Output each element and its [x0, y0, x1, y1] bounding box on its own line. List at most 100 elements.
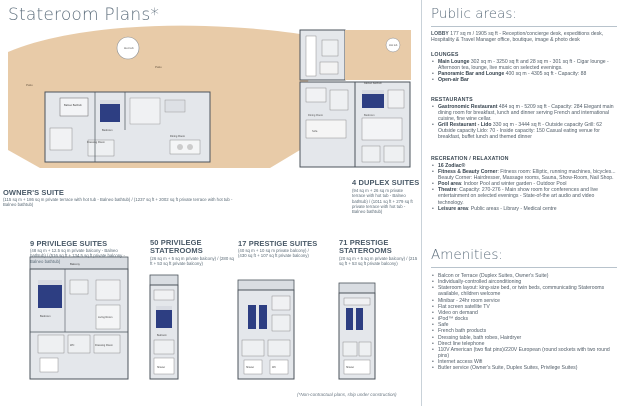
prs-bed-1: [248, 305, 256, 329]
hot-tub-text: Hot tub: [124, 46, 134, 50]
list-item: Video on demand: [431, 310, 619, 316]
owners-bed: [100, 100, 120, 122]
lounges-list: Main Lounge 302 sq m - 3250 sq ft and 28…: [431, 59, 619, 83]
amenities-list: Balcon or Terrace (Duplex Suites, Owner'…: [431, 273, 619, 372]
list-item: Minibar - 24hr room service: [431, 298, 619, 304]
page-title: Stateroom Plans*: [8, 5, 160, 25]
privilege-staterooms-desc: (26 sq m + 5 sq m private balcony) / (28…: [150, 256, 234, 267]
prs-bed-2: [259, 305, 267, 329]
restaurants-list: Gastronomic Restaurant 484 sq m - 5209 s…: [431, 104, 619, 141]
restaurant-text: 484 sq m - 5209 sq ft - Capacity: 284 El…: [438, 104, 614, 123]
prs-shower-label: Shower: [246, 366, 254, 369]
lobby-label: LOBBY: [431, 31, 449, 37]
list-item: 16 Zodiac®: [431, 163, 619, 169]
restaurants-heading: RESTAURANTS: [431, 97, 473, 103]
list-item: Leisure area: Public areas - Library - M…: [431, 206, 619, 212]
list-item: French bath products: [431, 328, 619, 334]
list-item: Internet access Wifi: [431, 359, 619, 365]
patio-text-left: Patio: [26, 83, 33, 87]
list-item: 110V American (two flat pins)/220V Europ…: [431, 347, 619, 359]
list-item: Grill Restaurant - Lido 330 sq m - 3444 …: [431, 122, 619, 140]
list-item: iPod™ docks: [431, 316, 619, 322]
ps-living-label: Living Room: [98, 315, 112, 319]
duplex-balneo-label: Balneo Bathtub: [364, 81, 382, 85]
recreation-text: : Fitness room: Elliptic, running machin…: [438, 169, 616, 182]
column-divider: [421, 0, 422, 406]
lounge-name: Main Lounge: [438, 59, 470, 65]
lounge-text: 302 sq m - 3250 sq ft and 28 sq m - 301 …: [438, 59, 609, 72]
owners-bedroom-label: Bedroom: [102, 128, 113, 132]
recreation-list: 16 Zodiac® Fitness & Beauty Corner: Fitn…: [431, 163, 619, 212]
amenities-rule: [431, 267, 617, 268]
list-item: Open-air Bar: [431, 77, 619, 83]
recreation-text: : Public areas - Library - Medical centr…: [468, 205, 557, 212]
prst-bed-2: [356, 308, 363, 330]
pst-bedroom-label: Bedroom: [157, 334, 167, 337]
floor-plans-drawing: Hot tub Patio Patio Balneo Bathtub Dress…: [8, 25, 411, 380]
list-item: Butler service (Owner's Suite, Duplex Su…: [431, 365, 619, 371]
prst-shower-label: Shower: [346, 366, 354, 369]
prst-balcony: [338, 282, 376, 294]
duplex-title: 4 DUPLEX SUITES: [352, 178, 420, 187]
recreation-heading: RECREATION / RELAXATION: [431, 156, 509, 162]
recreation-name: Pool area: [438, 181, 461, 188]
public-areas-title: Public areas:: [431, 6, 517, 22]
list-item: Flat screen satellite TV: [431, 304, 619, 310]
duplex-desc: (94 sq m + 26 sq m private terrace with …: [352, 188, 413, 215]
amenities-title: Amenities:: [431, 247, 503, 263]
recreation-text: : Capacity: 270-276 - Main show room for…: [438, 187, 598, 206]
prestige-staterooms-title: 71 PRESTIGE STATEROOMS: [339, 238, 392, 255]
recreation-name: Fitness & Beauty Corner: [438, 169, 498, 176]
info-panel: Public areas: LOBBY 177 sq m / 1905 sq f…: [431, 0, 621, 406]
owners-dining-label: Dining Room: [170, 134, 185, 138]
lobby-block: LOBBY 177 sq m / 1905 sq ft - Reception/…: [431, 31, 619, 43]
recreation-name: 16 Zodiac®: [438, 163, 466, 169]
list-item: Direct line telephone: [431, 341, 619, 347]
privilege-suites-desc: (48 sq m + 12.5 sq m private balcony - B…: [30, 248, 125, 264]
list-item: Theatre: Capacity: 270-276 - Main show r…: [431, 187, 619, 205]
recreation-text: : Indoor Pool and winter garden - Outdoo…: [460, 181, 567, 188]
owners-dressing-label: Dressing Room: [87, 140, 105, 144]
list-item: Pool area: Indoor Pool and winter garden…: [431, 181, 619, 187]
list-item: Individually-controlled airconditioning: [431, 279, 619, 285]
owners-balneo-label: Balneo Bathtub: [64, 103, 82, 107]
prs-wc-label: WC: [272, 366, 276, 369]
pst-bed: [156, 306, 172, 328]
lobby-text: 177 sq m / 1905 sq ft - Reception/concie…: [431, 31, 604, 44]
duplex-hot-tub-label: Hot tub: [389, 43, 398, 47]
list-item: Balcon or Terrace (Duplex Suites, Owner'…: [431, 273, 619, 279]
lounge-text: 400 sq m - 4305 sq ft - Capacity: 88: [505, 71, 587, 78]
prestige-staterooms-desc: (20 sq m + 5 sq m private balcony) / (21…: [339, 256, 418, 267]
prs-balcony: [237, 279, 295, 291]
privilege-suites-title: 9 PRIVILEGE SUITES: [30, 239, 108, 248]
lounges-heading: LOUNGES: [431, 52, 459, 58]
list-item: Gastronomic Restaurant 484 sq m - 5209 s…: [431, 104, 619, 122]
recreation-name: Theatre: [438, 187, 457, 194]
footnote: (*Non-contractual plans, ship under cons…: [297, 392, 397, 397]
duplex-bed: [362, 90, 384, 108]
public-areas-rule: [431, 26, 617, 27]
restaurant-name: Grill Restaurant - Lido: [438, 122, 492, 129]
list-item: Main Lounge 302 sq m - 3250 sq ft and 28…: [431, 59, 619, 71]
duplex-dining-label: Dining Room: [308, 113, 323, 117]
prestige-suites-desc: (40 sq m + 10 sq m private balcony) / (4…: [238, 248, 309, 259]
privilege-staterooms-title: 50 PRIVILEGE STATEROOMS: [150, 238, 203, 255]
duplex-terrace-upper: [345, 30, 411, 80]
restaurant-text: 330 sq m - 3444 sq ft - Outside capacity…: [438, 122, 602, 141]
list-item: Panoramic Bar and Lounge 400 sq m - 4305…: [431, 71, 619, 77]
lounge-name: Open-air Bar: [438, 77, 469, 84]
list-item: Safe: [431, 322, 619, 328]
list-item: Dressing table, bath robes, Hairdryer: [431, 335, 619, 341]
duplex-bedroom-label: Bedroom: [364, 113, 375, 117]
ps-bedroom-label: Bedroom: [40, 314, 51, 318]
lounge-name: Panoramic Bar and Lounge: [438, 71, 505, 78]
hot-tub-circle: [116, 36, 140, 60]
prst-bed-1: [346, 308, 353, 330]
recreation-name: Leisure area: [438, 205, 469, 212]
pst-balcony: [149, 274, 179, 286]
ps-balcony-label: Balcony: [70, 262, 81, 266]
owners-suite-title: OWNER'S SUITE: [3, 188, 65, 197]
list-item: Fitness & Beauty Corner: Fitness room: E…: [431, 169, 619, 181]
ps-dressing-label: Dressing Room: [95, 343, 113, 347]
